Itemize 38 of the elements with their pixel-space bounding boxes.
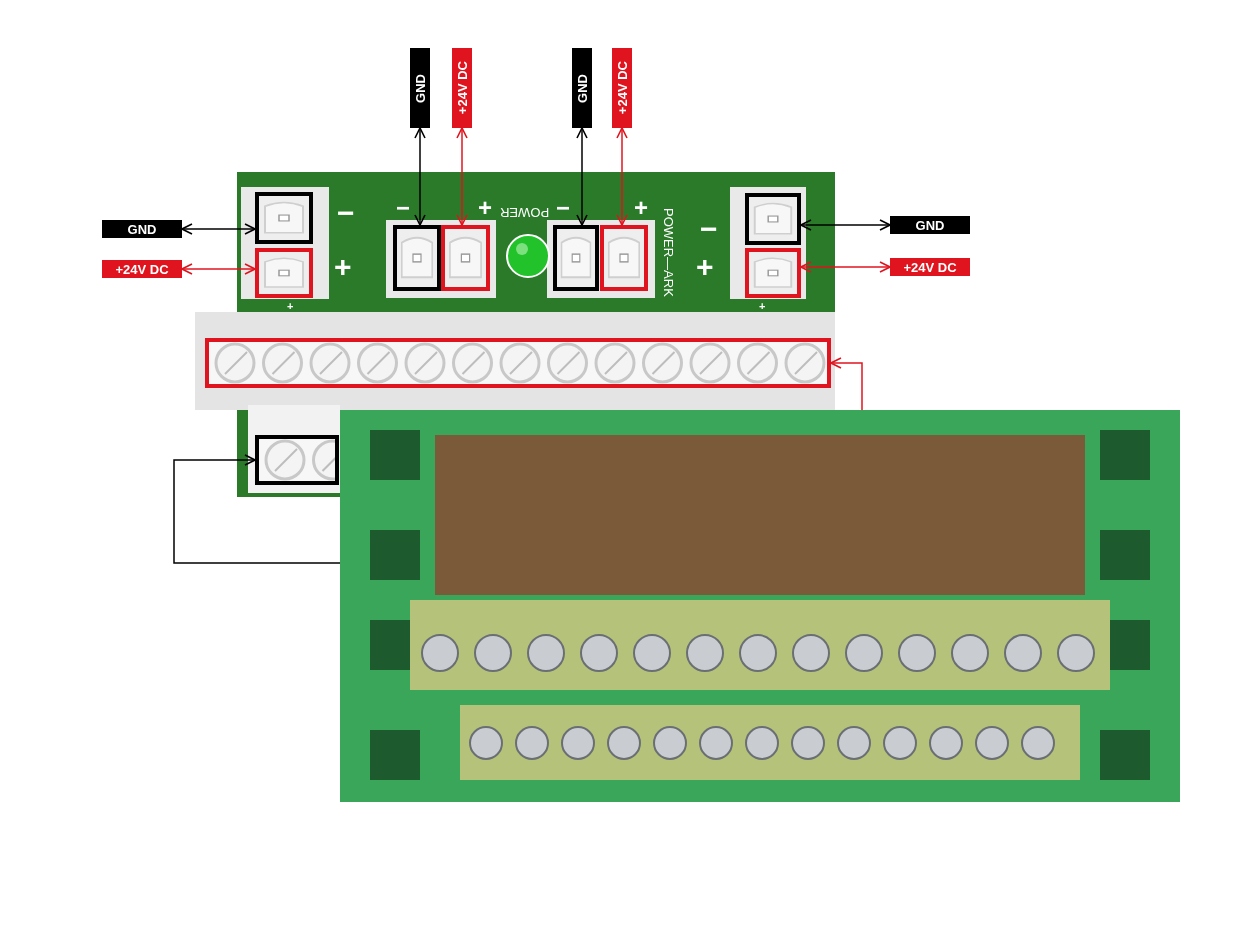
board-marking: + [759, 301, 766, 312]
arrow [830, 357, 863, 411]
board-marking: − [700, 214, 718, 244]
board-marking: + [287, 301, 294, 312]
board-marking: POWER—ARK [662, 208, 675, 297]
signal-name: GND [127, 222, 157, 236]
signal-tag [102, 220, 182, 238]
board-marking: + [334, 252, 352, 282]
board-marking: + [478, 196, 492, 220]
board-marking: + [634, 196, 648, 220]
signal-tag [452, 48, 472, 128]
signal-tag [890, 258, 970, 276]
signal-tag [410, 48, 430, 128]
arrow [181, 223, 256, 235]
arrow [181, 263, 256, 275]
signal-tag [612, 48, 632, 128]
signal-name: +24V DC [615, 61, 629, 115]
signal-name: GND [915, 218, 945, 232]
arrow [800, 261, 891, 273]
board-marking: − [396, 196, 410, 220]
arrow [800, 219, 891, 231]
signal-tag [890, 216, 970, 234]
arrow [456, 127, 468, 226]
signal-name: +24V DC [903, 260, 957, 274]
arrow [173, 454, 341, 564]
arrow [576, 127, 588, 226]
signal-tag [572, 48, 592, 128]
board-marking: − [337, 198, 355, 228]
board-marking: − [556, 196, 570, 220]
signal-name: +24V DC [455, 61, 469, 115]
signal-name: +24V DC [115, 262, 169, 276]
board-marking: + [696, 252, 714, 282]
signal-tag [102, 260, 182, 278]
arrow [616, 127, 628, 226]
signal-name: GND [413, 73, 427, 103]
arrow [414, 127, 426, 226]
signal-name: GND [575, 73, 589, 103]
board-marking: POWER [500, 206, 550, 219]
